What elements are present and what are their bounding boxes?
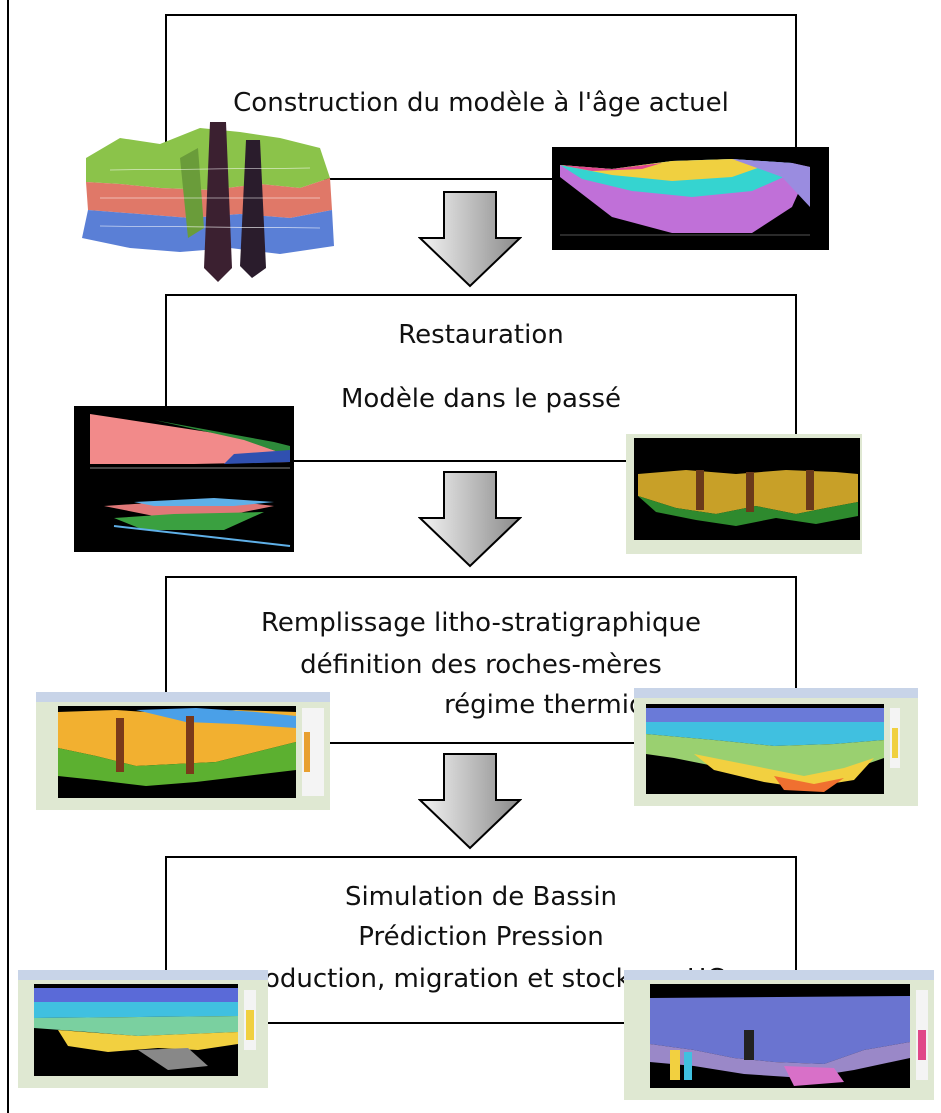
present-section-thumbnail [552, 147, 829, 250]
down-arrow-2 [418, 471, 522, 568]
restoration-model-thumbnail [626, 434, 862, 554]
step-title: Construction du modèle à l'âge actuel [233, 88, 729, 118]
restoration-section-thumbnail [74, 406, 294, 552]
left-margin-line [7, 0, 9, 1113]
thermal-model-thumbnail [634, 688, 918, 806]
basin-simulation-thumbnail [18, 970, 268, 1088]
step-line-2: définition des roches-mères [300, 650, 662, 680]
down-arrow-1 [418, 191, 522, 288]
step-line-1: Simulation de Bassin [344, 882, 618, 912]
step-subtitle: Modèle dans le passé [340, 384, 622, 414]
step-title: Restauration [398, 320, 564, 350]
pressure-migration-thumbnail [624, 970, 934, 1100]
step-line-1: Remplissage litho-stratigraphique [261, 608, 701, 638]
lithology-model-thumbnail [36, 692, 330, 810]
3d-model-thumbnail [82, 122, 334, 282]
down-arrow-3 [418, 753, 522, 850]
step-line-2: Prédiction Pression [358, 922, 604, 952]
